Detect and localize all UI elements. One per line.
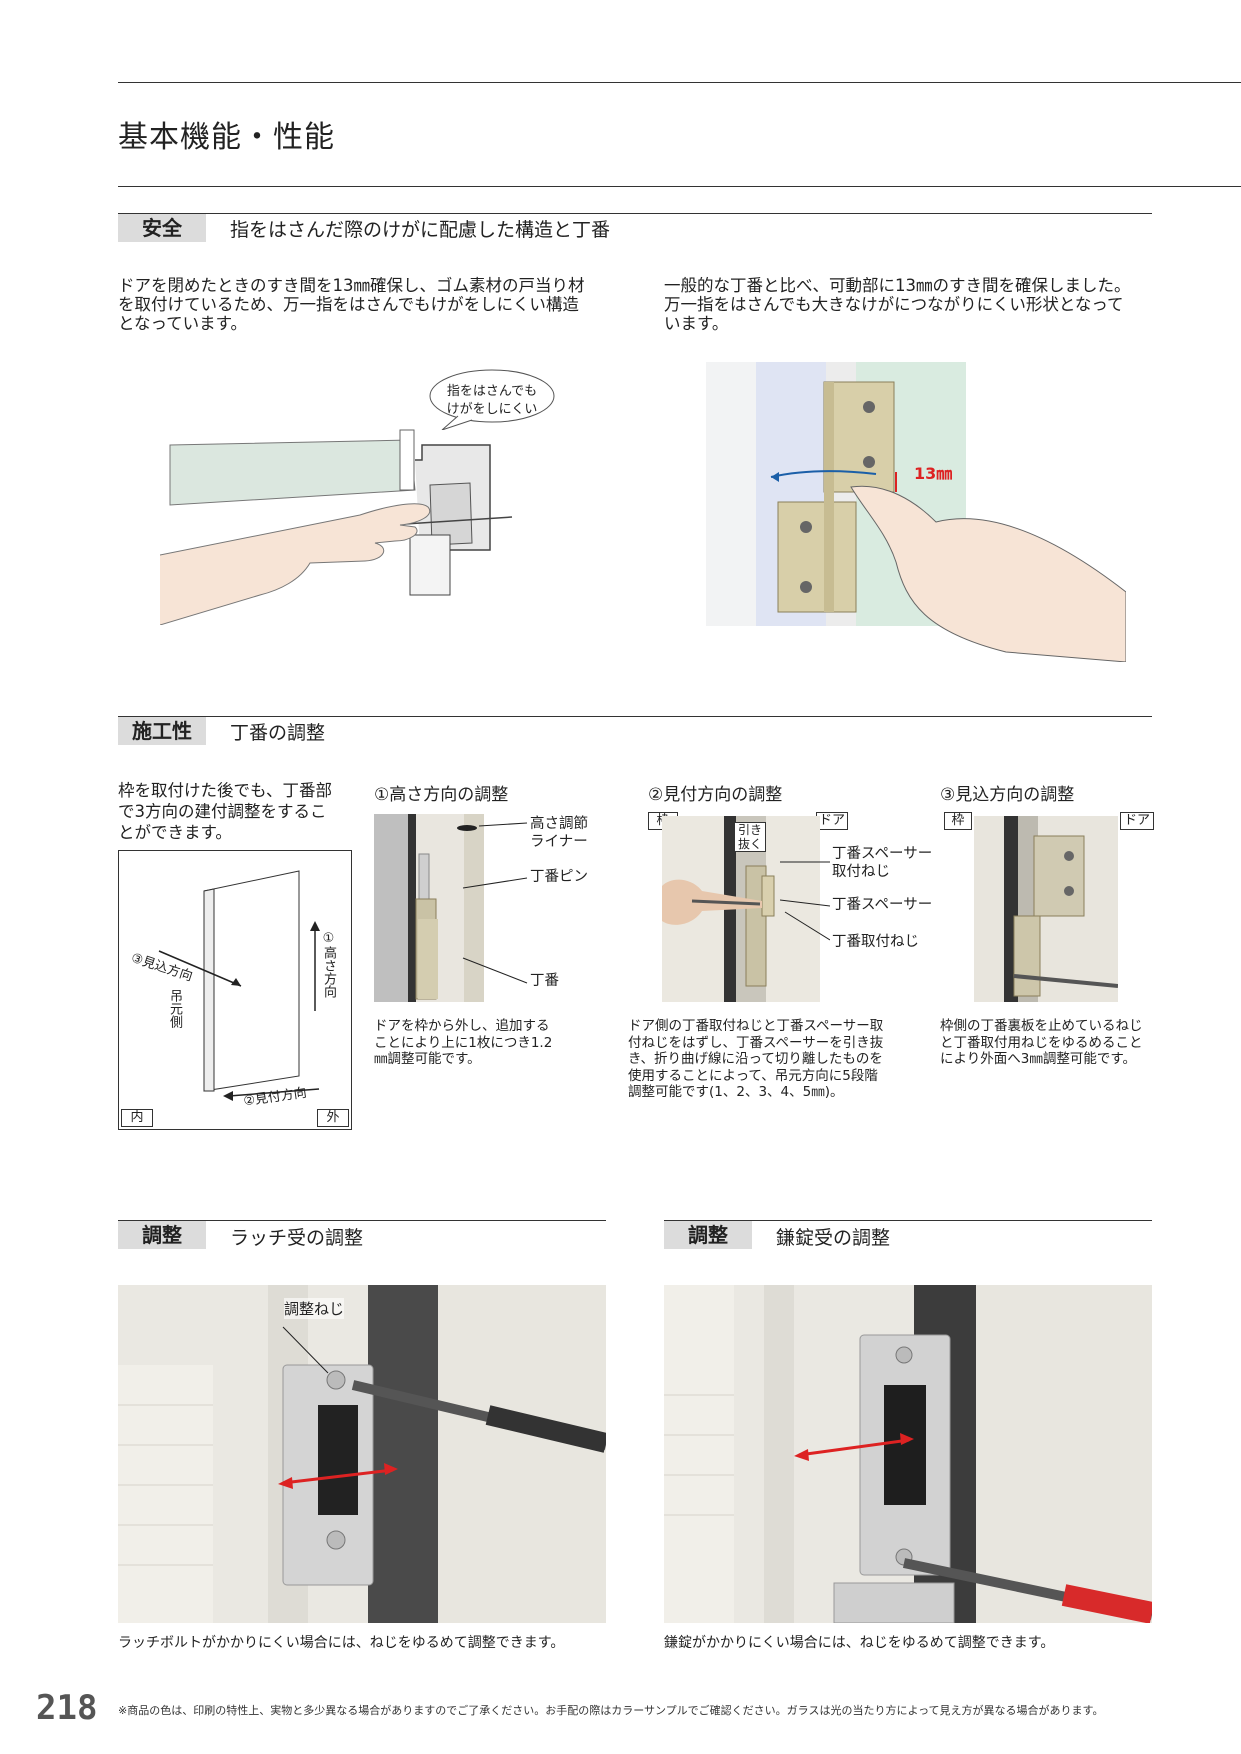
safety-heading: 指をはさんだ際のけがに配慮した構造と丁番 bbox=[230, 219, 611, 241]
text-line: 枠を取付けた後でも、丁番部 bbox=[118, 781, 333, 800]
step2-title: ②見付方向の調整 bbox=[648, 785, 783, 805]
step1-title: ①高さ方向の調整 bbox=[374, 785, 509, 805]
tsurimoto-label: 吊元側 bbox=[167, 989, 182, 1028]
step3-caption: 枠側の丁番裏板を止めているねじ と丁番取付用ねじをゆるめること により外面へ3㎜… bbox=[940, 1018, 1160, 1068]
page-title: 基本機能・性能 bbox=[118, 120, 335, 155]
safety-right-text: 一般的な丁番と比べ、可動部に13㎜のすき間を確保しました。 万一指をはさんでも大… bbox=[664, 276, 1164, 333]
step2-caption: ドア側の丁番取付ねじと丁番スペーサー取 付ねじをはずし、丁番スペーサーを引き抜 … bbox=[628, 1018, 898, 1101]
deadbolt-caption: 鎌錠がかかりにくい場合には、ねじをゆるめて調整できます。 bbox=[664, 1635, 1055, 1651]
step2-door-label: ドア bbox=[816, 812, 848, 830]
pull-out-label: 引き 抜く bbox=[734, 822, 766, 852]
caption-line: ドア側の丁番取付ねじと丁番スペーサー取 bbox=[628, 1018, 884, 1034]
caption-line: と丁番取付用ねじをゆるめること bbox=[940, 1034, 1143, 1051]
label-line: ライナー bbox=[530, 834, 588, 850]
outside-label: 外 bbox=[317, 1109, 349, 1127]
step3-frame-label: 枠 bbox=[944, 812, 972, 830]
title-rule bbox=[118, 186, 1241, 187]
door-diagram: ③見込方向 ①高さ方向 吊元側 ②見付方向 内 外 bbox=[118, 850, 352, 1130]
footnote: ※商品の色は、印刷の特性上、実物と多少異なる場合がありますのでご了承ください。お… bbox=[118, 1704, 1104, 1717]
top-rule bbox=[118, 82, 1241, 83]
construction-rule bbox=[118, 716, 1152, 717]
step2-label-hinge-screw: 丁番取付ねじ bbox=[832, 934, 919, 950]
text-line: を取付けているため、万一指をはさんでもけがをしにくい構造 bbox=[118, 295, 579, 314]
label-line: 高さ調節 bbox=[530, 816, 588, 832]
step3-door-label: ドア bbox=[1120, 812, 1154, 830]
construction-tag: 施工性 bbox=[118, 717, 206, 745]
text-line: ドアを閉めたときのすき間を13㎜確保し、ゴム素材の戸当り材 bbox=[118, 276, 585, 295]
latch-rule bbox=[118, 1220, 606, 1221]
caption-line: 付ねじをはずし、丁番スペーサーを引き抜 bbox=[628, 1034, 884, 1051]
step1-label-pin: 丁番ピン bbox=[530, 869, 588, 885]
text-line: となっています。 bbox=[118, 314, 248, 333]
caption-line: ことにより上に1枚につき1.2 bbox=[374, 1034, 553, 1051]
latch-heading: ラッチ受の調整 bbox=[230, 1227, 364, 1249]
page-number: 218 bbox=[36, 1688, 98, 1728]
step2-label-spacer: 丁番スペーサー bbox=[832, 897, 933, 913]
caption-line: ドアを枠から外し、追加する bbox=[374, 1018, 550, 1034]
speech-bubble bbox=[429, 369, 555, 430]
deadbolt-photo bbox=[664, 1285, 1152, 1623]
safety-rule bbox=[118, 213, 1152, 214]
step1-caption: ドアを枠から外し、追加する ことにより上に1枚につき1.2 ㎜調整可能です。 bbox=[374, 1018, 574, 1068]
bubble-text: 指をはさんでも けがをしにくい bbox=[428, 383, 556, 419]
text-line: とができます。 bbox=[118, 823, 232, 842]
latch-tag: 調整 bbox=[118, 1221, 206, 1249]
takasa-label: ①高さ方向 bbox=[321, 931, 336, 998]
construction-heading: 丁番の調整 bbox=[230, 722, 326, 744]
caption-line: 調整可能です(1、2、3、4、5㎜)。 bbox=[628, 1084, 844, 1100]
caption-line: き、折り曲げ線に沿って切り離したものを bbox=[628, 1051, 883, 1067]
caption-line: 枠側の丁番裏板を止めているねじ bbox=[940, 1018, 1143, 1034]
deadbolt-heading: 鎌錠受の調整 bbox=[776, 1227, 891, 1249]
caption-line: により外面へ3㎜調整可能です。 bbox=[940, 1051, 1136, 1067]
adjust-screw-label: 調整ねじ bbox=[284, 1298, 345, 1319]
height-adjust-photo bbox=[374, 814, 484, 1002]
label-line: 丁番スペーサー bbox=[832, 846, 933, 862]
safety-tag: 安全 bbox=[118, 214, 206, 242]
deadbolt-tag: 調整 bbox=[664, 1221, 752, 1249]
latch-photo bbox=[118, 1285, 606, 1623]
text-line: 万一指をはさんでも大きなけがにつながりにくい形状となって bbox=[664, 295, 1124, 314]
bubble-line: けがをしにくい bbox=[446, 402, 538, 417]
step1-label-liner: 高さ調節 ライナー bbox=[530, 815, 588, 851]
depth-adjust-photo bbox=[974, 816, 1118, 1002]
text-line: います。 bbox=[664, 314, 729, 333]
door-box-drawing bbox=[158, 870, 320, 1101]
text-line: 一般的な丁番と比べ、可動部に13㎜のすき間を確保しました。 bbox=[664, 276, 1131, 295]
step2-leader-lines bbox=[780, 861, 830, 941]
bubble-line: 指をはさんでも bbox=[446, 384, 538, 399]
label-line: 引き bbox=[737, 823, 762, 837]
finger-door-illustration bbox=[160, 429, 513, 625]
caption-line: ㎜調整可能です。 bbox=[374, 1051, 481, 1067]
caption-line: 使用することによって、吊元方向に5段階 bbox=[628, 1067, 878, 1084]
gap-label: 13㎜ bbox=[914, 464, 953, 483]
inside-label: 内 bbox=[121, 1109, 153, 1127]
latch-caption: ラッチボルトがかかりにくい場合には、ねじをゆるめて調整できます。 bbox=[118, 1635, 565, 1651]
label-line: 取付ねじ bbox=[832, 864, 890, 880]
label-line: 抜く bbox=[737, 837, 762, 851]
text-line: で3方向の建付調整をするこ bbox=[118, 802, 327, 821]
step1-leader-lines bbox=[457, 822, 528, 984]
deadbolt-rule bbox=[664, 1220, 1152, 1221]
safety-left-text: ドアを閉めたときのすき間を13㎜確保し、ゴム素材の戸当り材 を取付けているため、… bbox=[118, 276, 618, 333]
step1-label-hinge: 丁番 bbox=[530, 973, 559, 989]
construction-intro: 枠を取付けた後でも、丁番部 で3方向の建付調整をするこ とができます。 bbox=[118, 780, 358, 843]
hinge-photo bbox=[706, 362, 1126, 662]
step3-title: ③見込方向の調整 bbox=[940, 785, 1075, 805]
step2-label-spacer-screw: 丁番スペーサー 取付ねじ bbox=[832, 845, 932, 881]
